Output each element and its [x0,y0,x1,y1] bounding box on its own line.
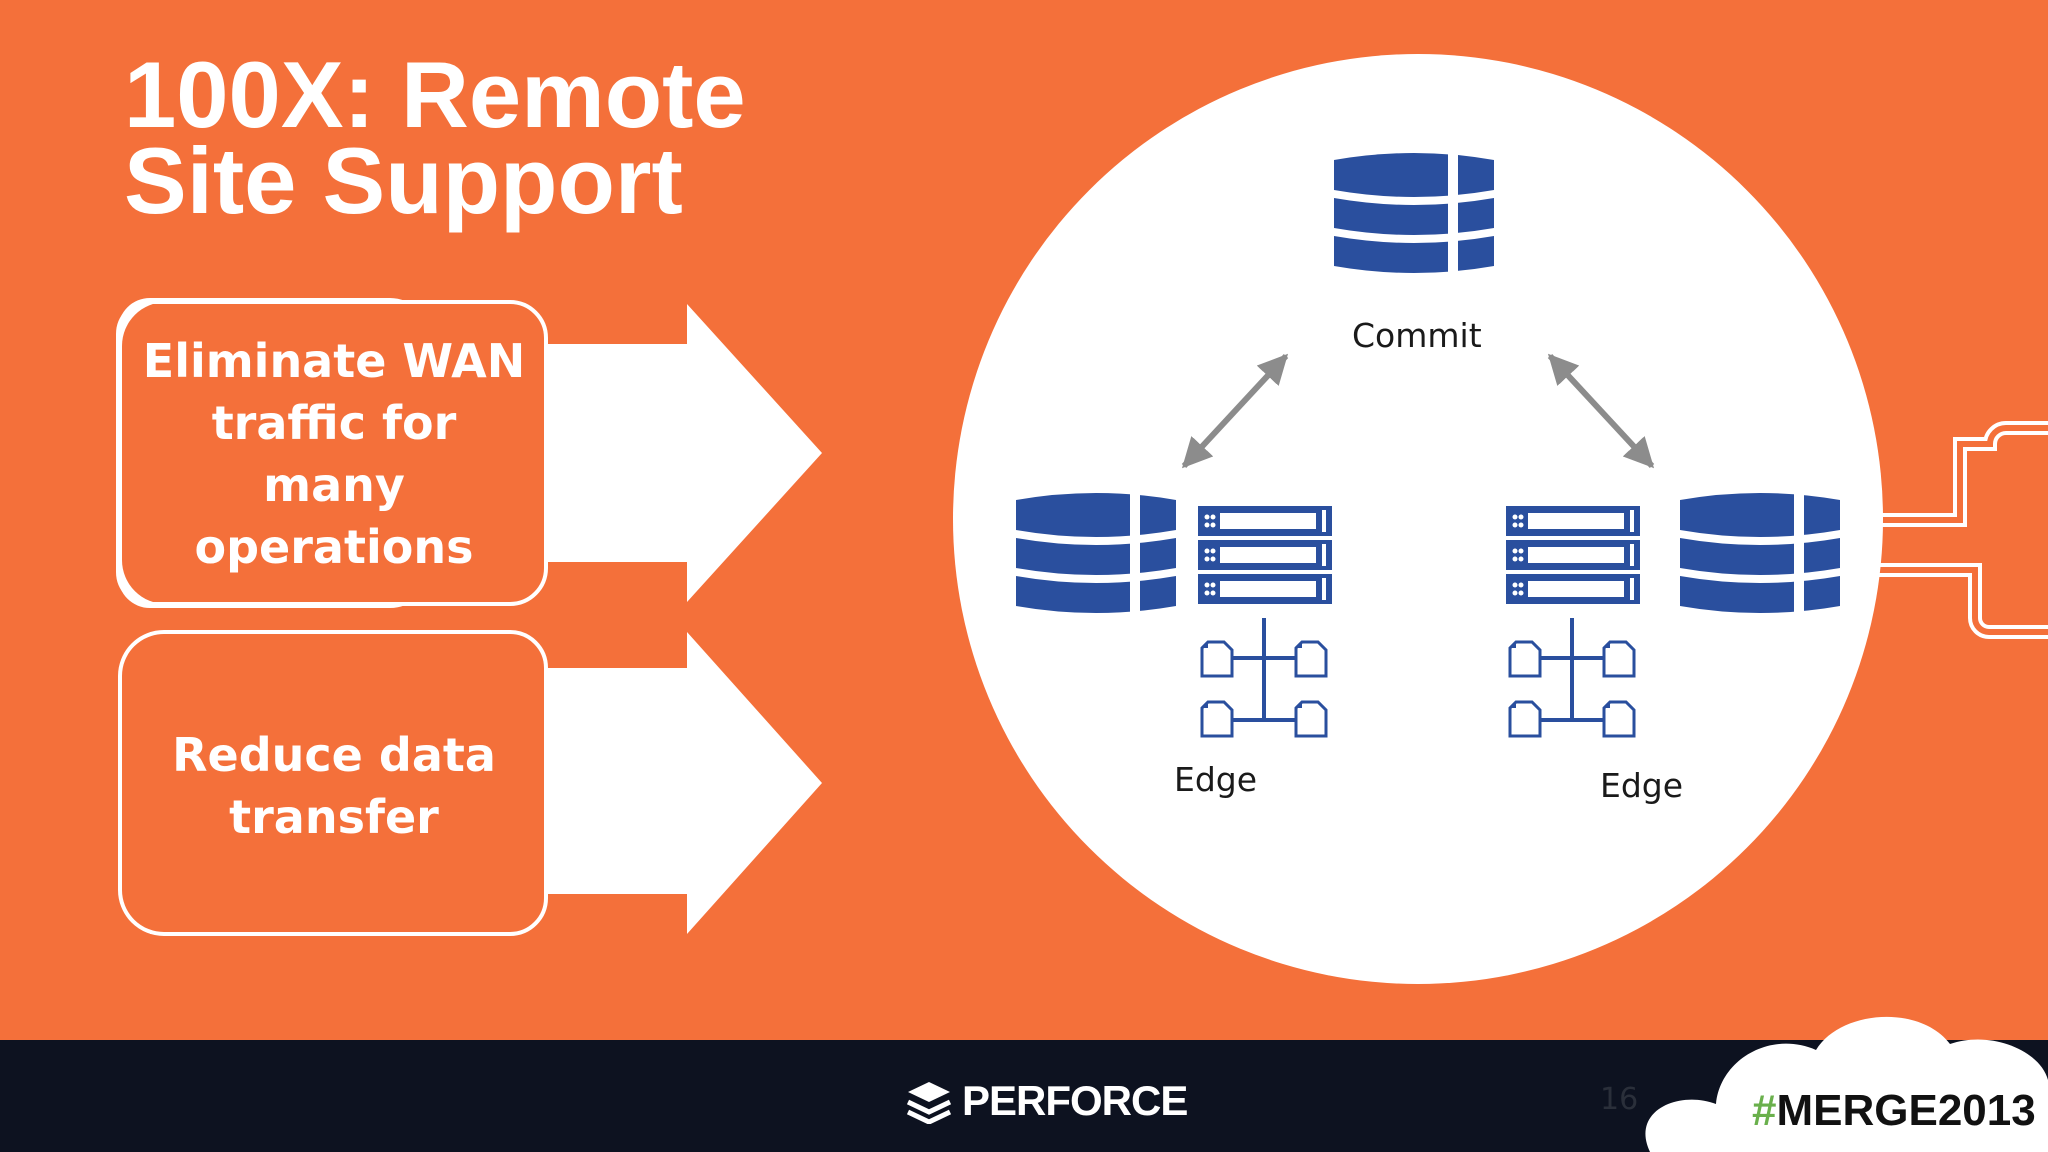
perforce-logo-icon [906,1082,952,1124]
edge-right-label: Edge [1600,766,1684,805]
brand-name: PERFORCE [962,1077,1188,1124]
connector-shape-inner [1850,425,2048,635]
callout-text: Eliminate WAN traffic for many operation… [122,330,546,578]
callout-text: Reduce data transfer [122,724,546,848]
commit-label: Commit [1352,316,1482,355]
callout-line: many [263,458,405,512]
edge-left-server-rack-icon [1198,506,1332,604]
edge-left-database-icon [1016,493,1176,616]
edge-right-server-rack-icon [1506,506,1640,604]
callout-line: operations [194,520,474,574]
slide-title: 100X: Remote Site Support [124,42,884,233]
callout-eliminate-wan: Eliminate WAN traffic for many operation… [0,298,860,608]
event-hashtag: #MERGE2013 [1752,1086,2036,1136]
title-line-1: 100X: Remote [124,42,746,147]
callout-reduce-data: Reduce data transfer [0,628,860,938]
diagram-circle [953,54,1883,984]
callout-line: Eliminate WAN [142,334,526,388]
slide-number: 16 [1600,1082,1639,1117]
perforce-brand: PERFORCE [904,1074,1188,1128]
hashtag-symbol: # [1752,1086,1777,1135]
cloud-shape [1645,1016,2048,1152]
edge-right-database-icon [1680,493,1840,616]
edge-left-label: Edge [1174,760,1258,799]
double-arrow-icon-right [1547,353,1655,469]
architecture-diagram [953,54,2048,984]
hashtag-text: MERGE2013 [1776,1086,2036,1135]
commit-database-icon [1334,153,1494,276]
callout-line: traffic for [211,396,457,450]
callout-arrow-shape [116,298,822,608]
double-arrow-icon-left [1181,353,1289,469]
title-line-2: Site Support [124,128,683,233]
callout-line: Reduce data [172,728,496,782]
callout-line: transfer [229,790,439,844]
callout-arrow-shape [118,630,822,936]
